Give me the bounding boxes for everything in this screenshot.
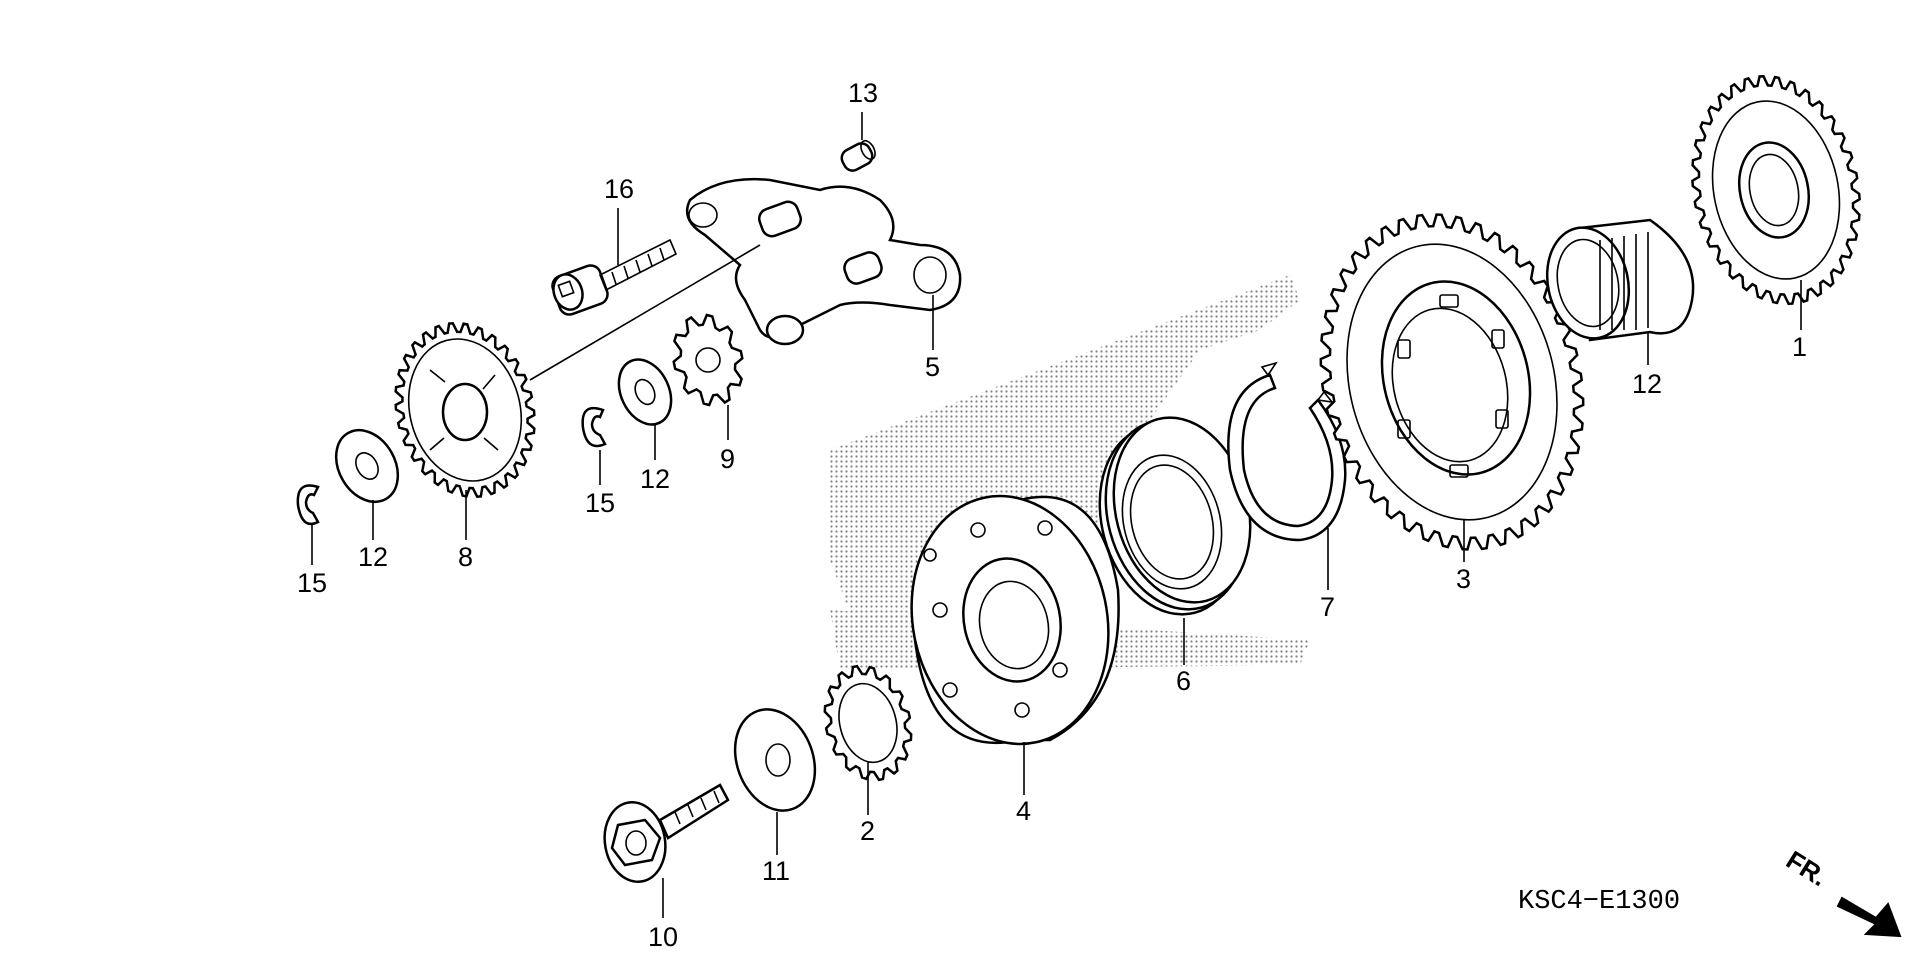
drawing-code: KSC4−E1300 [1518,887,1680,917]
part-12-washer-right [617,358,673,426]
leader-lines [311,112,1802,918]
front-direction-label: FR. [1781,845,1832,893]
callout-15-left: 15 [297,568,327,598]
callout-16: 16 [604,174,634,204]
callout-9: 9 [720,444,735,474]
callout-6: 6 [1176,666,1191,696]
part-9-small-gear [672,313,744,407]
callout-3: 3 [1456,564,1471,594]
callout-7: 7 [1320,592,1335,622]
part-2-splined-gear [823,664,913,782]
callout-10: 10 [648,922,678,952]
part-15-circlip-right [581,406,607,448]
part-3-large-gear [1319,213,1585,551]
callout-5: 5 [925,352,940,382]
part-6-one-way-clutch [1098,416,1252,616]
callout-15-right: 15 [585,488,615,518]
part-14-pin [840,139,876,172]
part-10-flange-bolt [603,783,730,883]
part-5-bracket [685,177,962,346]
part-13-needle-bearing [1545,218,1695,342]
callout-14: 13 [848,78,878,108]
part-12-washer-left [334,428,400,504]
callout-12-left: 12 [358,542,388,572]
callout-8: 8 [458,542,473,572]
part-15-circlip-left [296,484,320,526]
callout-4: 4 [1016,796,1031,826]
part-11-washer [733,708,817,812]
part-7-snap-ring [1227,361,1347,542]
callout-11: 11 [762,856,790,886]
front-direction-arrow-icon: FR. [1781,845,1902,938]
part-8-gear [394,321,536,499]
callout-labels: 13 16 5 9 8 12 15 15 12 1 12 3 7 6 4 2 1… [297,78,1807,952]
part-16-bolt [551,238,678,316]
part-4-clutch-outer [910,494,1120,746]
callout-13: 12 [1632,369,1662,399]
part-1-gear [1691,74,1861,306]
callout-2: 2 [860,816,875,846]
callout-12-right: 12 [640,464,670,494]
callout-1: 1 [1792,332,1807,362]
